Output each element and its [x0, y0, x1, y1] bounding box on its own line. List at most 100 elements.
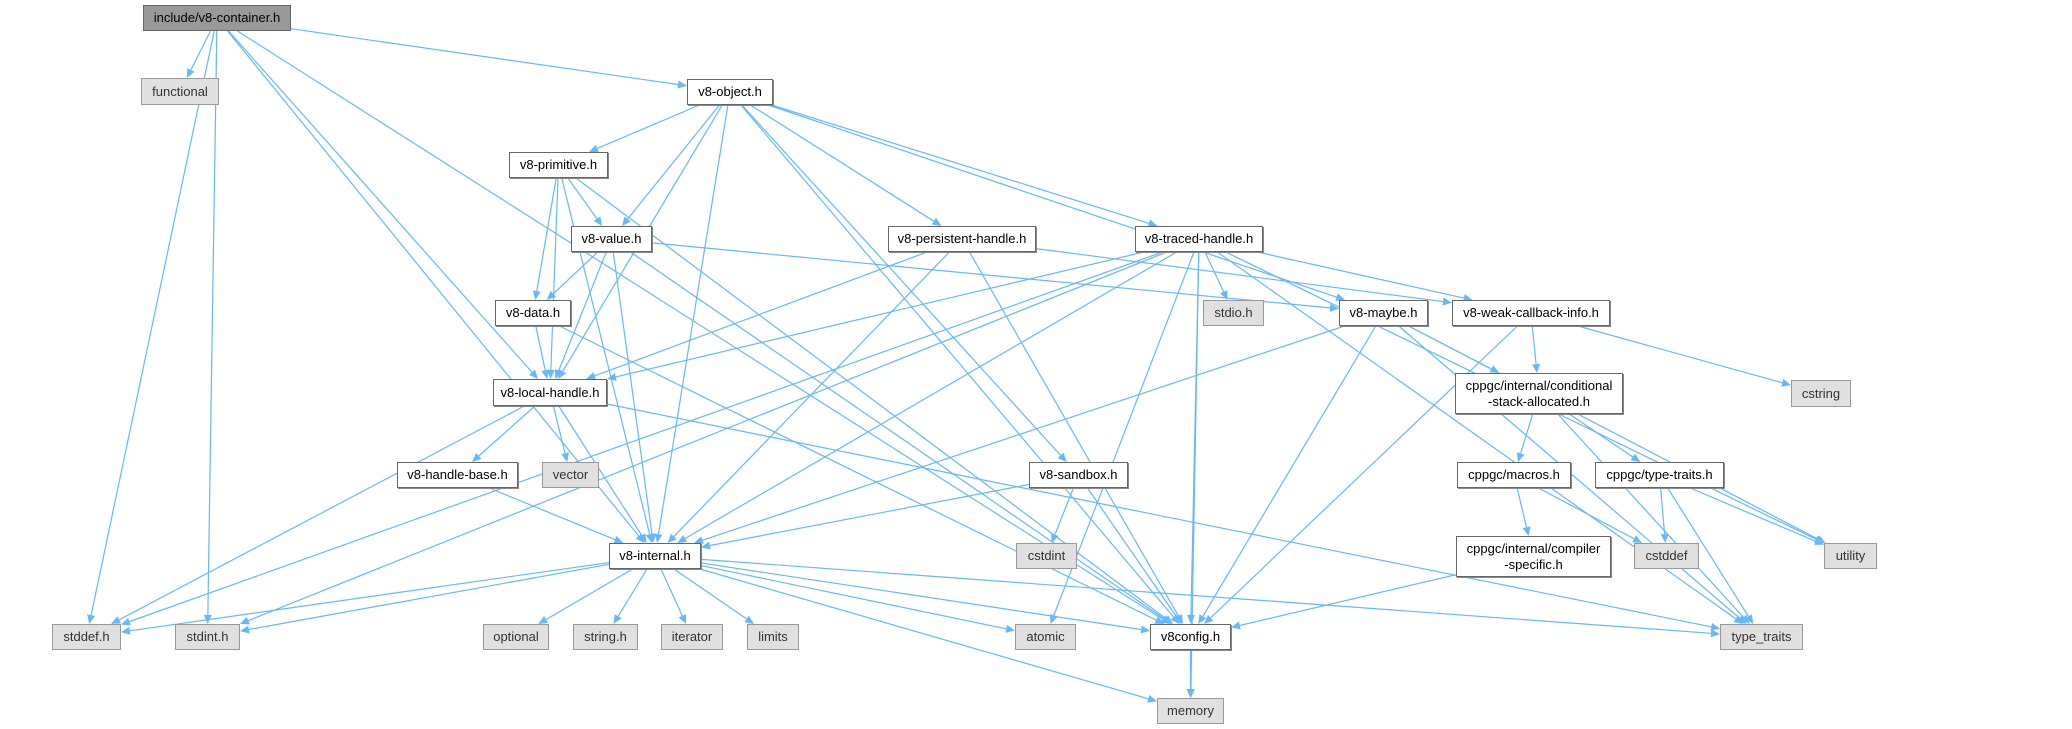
node-functional[interactable]: functional	[141, 78, 219, 105]
node-utility[interactable]: utility	[1824, 543, 1877, 569]
node-persistent[interactable]: v8-persistent-handle.h	[888, 226, 1036, 252]
edge-line	[248, 251, 1167, 622]
edge-traced-to-stddef	[121, 251, 1163, 626]
edge-maybe-to-internal	[693, 325, 1345, 544]
edge-line	[651, 242, 1331, 309]
node-sandbox[interactable]: v8-sandbox.h	[1029, 462, 1128, 488]
arrowhead-icon	[607, 373, 617, 381]
node-memory[interactable]: memory	[1157, 698, 1224, 724]
edge-line	[673, 568, 747, 620]
edge-container-to-local	[228, 30, 538, 379]
edge-line	[700, 562, 1142, 631]
edge-line	[657, 104, 729, 535]
arrowhead-icon	[1329, 303, 1339, 312]
edge-line	[709, 483, 1030, 547]
edge-macros-to-cstddef	[1538, 487, 1643, 543]
node-cstring[interactable]: cstring	[1791, 380, 1851, 407]
edge-traced-to-local	[607, 251, 1145, 381]
edge-object-to-traced	[771, 104, 1158, 228]
node-local[interactable]: v8-local-handle.h	[493, 379, 607, 406]
edge-line	[290, 28, 679, 86]
edge-line	[1689, 487, 1816, 542]
edge-internal-to-stdint	[240, 563, 610, 634]
edge-local-to-stddef	[111, 405, 525, 624]
edge-line	[750, 104, 935, 222]
edge-line	[627, 104, 720, 220]
edge-value-to-internal	[612, 251, 656, 543]
edge-line	[1557, 413, 1744, 618]
arrowhead-icon	[621, 216, 631, 226]
node-iterator[interactable]: iterator	[661, 624, 723, 650]
edge-container-to-v8config	[237, 30, 1171, 624]
edge-line	[768, 104, 1337, 298]
arrowhead-icon	[1740, 614, 1750, 624]
node-stdio[interactable]: stdio.h	[1203, 300, 1264, 326]
edge-primitive-to-local	[546, 177, 559, 379]
edge-conditional-to-cppgctypetraits	[1568, 413, 1641, 462]
arrowhead-icon	[677, 535, 688, 543]
edge-line	[612, 251, 653, 535]
node-internal[interactable]: v8-internal.h	[609, 543, 701, 569]
node-object[interactable]: v8-object.h	[687, 79, 773, 105]
edge-line	[1408, 325, 1818, 540]
edge-line	[1667, 487, 1750, 617]
node-maybe[interactable]: v8-maybe.h	[1339, 300, 1428, 326]
node-type-traits[interactable]: type_traits	[1720, 624, 1803, 650]
edge-line	[552, 251, 599, 295]
arrowhead-icon	[121, 617, 131, 626]
arrowhead-icon	[1173, 614, 1182, 624]
node-vector[interactable]: vector	[542, 462, 599, 488]
arrowhead-icon	[744, 615, 755, 624]
edge-line	[740, 104, 1175, 618]
edge-data-to-local	[535, 325, 550, 379]
node-cstdint[interactable]: cstdint	[1016, 543, 1077, 569]
node-data[interactable]: v8-data.h	[495, 300, 571, 326]
arrowhead-icon	[1335, 293, 1346, 301]
node-container[interactable]: include/v8-container.h	[143, 5, 291, 31]
arrowhead-icon	[1745, 614, 1754, 624]
edge-container-to-stdint	[203, 30, 218, 624]
edge-sandbox-to-cstdint	[1051, 487, 1074, 543]
edge-line	[702, 325, 1345, 541]
arrowhead-icon	[1710, 629, 1720, 638]
node-v8config[interactable]: v8config.h	[1150, 624, 1231, 650]
edge-compiler-to-v8config	[1231, 574, 1457, 630]
node-stddef[interactable]: stddef.h	[52, 624, 121, 650]
node-string[interactable]: string.h	[573, 624, 638, 650]
edge-cppgctypetraits-to-cstddef	[1660, 487, 1669, 543]
edge-line	[1520, 413, 1534, 454]
node-value[interactable]: v8-value.h	[571, 226, 652, 252]
edge-line	[594, 251, 928, 377]
arrowhead-icon	[589, 144, 599, 153]
edge-value-to-local	[555, 251, 607, 379]
node-stdint[interactable]: stdint.h	[175, 624, 240, 650]
edge-internal-to-limits	[673, 568, 755, 624]
edge-line	[552, 405, 566, 454]
edge-line	[1035, 248, 1444, 303]
arrowhead-icon	[1231, 621, 1241, 630]
edge-persistent-to-local	[586, 251, 928, 380]
edge-line	[617, 568, 648, 617]
node-handlebase[interactable]: v8-handle-base.h	[397, 462, 518, 488]
node-primitive[interactable]: v8-primitive.h	[509, 152, 608, 178]
arrowhead-icon	[240, 625, 250, 634]
edge-line	[1660, 487, 1666, 535]
edge-handlebase-to-internal	[488, 487, 624, 544]
node-macros[interactable]: cppgc/macros.h	[1457, 462, 1571, 488]
node-cstddef[interactable]: cstddef	[1634, 543, 1699, 569]
arrowhead-icon	[648, 533, 656, 543]
edge-line	[559, 325, 1157, 621]
edge-line	[1190, 251, 1200, 690]
node-conditional[interactable]: cppgc/internal/conditional -stack-alloca…	[1455, 373, 1623, 414]
edge-line	[550, 177, 559, 371]
edge-primitive-to-value	[567, 177, 603, 226]
node-limits[interactable]: limits	[747, 624, 799, 650]
arrowhead-icon	[638, 533, 647, 543]
node-atomic[interactable]: atomic	[1015, 624, 1076, 650]
node-cppgctypetraits[interactable]: cppgc/type-traits.h	[1595, 462, 1724, 488]
node-optional[interactable]: optional	[483, 624, 549, 650]
node-traced[interactable]: v8-traced-handle.h	[1135, 226, 1263, 252]
arrowhead-icon	[121, 626, 131, 635]
node-weak[interactable]: v8-weak-callback-info.h	[1452, 300, 1610, 326]
node-compiler[interactable]: cppgc/internal/compiler -specific.h	[1456, 536, 1611, 577]
